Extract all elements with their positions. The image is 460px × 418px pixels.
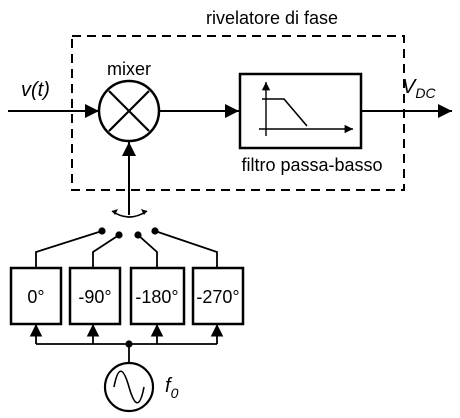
mixer-label: mixer xyxy=(107,59,151,79)
input-label-text: v(t) xyxy=(21,79,50,101)
phase-box-0 xyxy=(9,266,63,326)
phase-label-2: -180° xyxy=(135,287,178,307)
phase-box-1 xyxy=(68,266,122,326)
phase-shifter-3: -270° xyxy=(191,266,245,326)
output-label-main: V xyxy=(402,76,417,98)
output-label: VDC xyxy=(402,76,436,101)
mixer-multiply-icon-stroke xyxy=(108,90,150,132)
phase-label-3: -270° xyxy=(196,287,239,307)
distribution-bus xyxy=(29,324,224,363)
phase-detector-boundary xyxy=(71,35,405,191)
oscillator-label-main: f xyxy=(165,375,173,397)
phase-label-1: -90° xyxy=(78,287,111,307)
phase-box-3 xyxy=(191,266,245,326)
oscillator-label: f0 xyxy=(165,375,179,401)
filter-label: filtro passa-basso xyxy=(241,155,382,175)
phase-shifter-2: -180° xyxy=(129,266,186,326)
mixer-block xyxy=(97,79,161,143)
lowpass-response-icon xyxy=(259,82,353,136)
phase-label-0: 0° xyxy=(27,287,44,307)
switch-feed-wires xyxy=(35,230,218,268)
oscillator-label-subscript: 0 xyxy=(171,385,179,401)
oscillator-block xyxy=(103,361,155,413)
input-label: v(t) xyxy=(21,79,50,101)
phase-shifter-0: 0° xyxy=(9,266,63,326)
lowpass-filter-block xyxy=(238,72,363,150)
filter-box xyxy=(238,72,363,150)
output-label-subscript: DC xyxy=(415,85,436,101)
phase-shifter-1: -90° xyxy=(68,266,122,326)
sine-wave-icon xyxy=(113,370,145,404)
diagram-title: rivelatore di fase xyxy=(206,8,338,28)
